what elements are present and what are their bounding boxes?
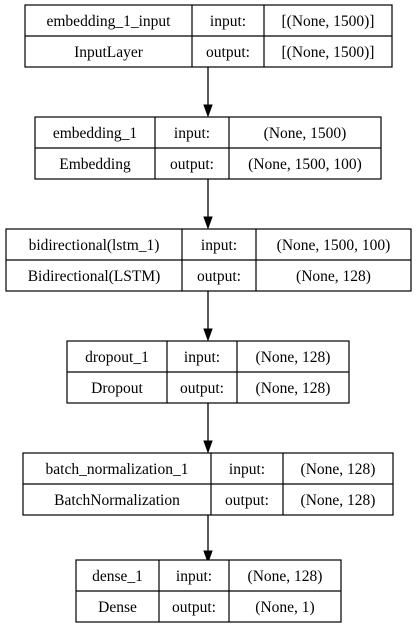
input-label: input: — [210, 13, 246, 30]
layer-node-dropout-1: dropout_1 Dropout input: output: (None, … — [66, 340, 350, 404]
input-shape: (None, 1500, 100) — [277, 237, 391, 254]
edge-arrow — [203, 291, 213, 342]
output-label: output: — [197, 268, 241, 285]
input-label: input: — [176, 568, 212, 585]
output-shape: (None, 1) — [255, 599, 314, 616]
input-label: input: — [184, 349, 220, 366]
layer-name: dense_1 — [92, 568, 143, 585]
layer-node-dense-1: dense_1 Dense input: output: (None, 128)… — [75, 559, 342, 623]
edge-arrow — [203, 179, 213, 230]
output-shape: (None, 128) — [256, 380, 331, 397]
input-shape: (None, 128) — [248, 568, 323, 585]
output-shape: [(None, 1500)] — [282, 44, 375, 61]
input-label: input: — [201, 237, 237, 254]
layer-type: Dropout — [91, 380, 143, 397]
layer-name: embedding_1 — [53, 125, 137, 142]
input-shape: (None, 128) — [301, 461, 376, 478]
output-shape: (None, 128) — [301, 492, 376, 509]
output-label: output: — [170, 156, 214, 173]
layer-type: InputLayer — [74, 44, 144, 61]
edge-arrow — [203, 403, 213, 454]
layer-node-batch-normalization-1: batch_normalization_1 BatchNormalization… — [22, 452, 394, 516]
layer-node-embedding-1: embedding_1 Embedding input: output: (No… — [34, 116, 382, 180]
output-label: output: — [225, 492, 269, 509]
layer-type: Dense — [98, 599, 137, 616]
input-label: input: — [174, 125, 210, 142]
input-label: input: — [229, 461, 265, 478]
layer-name: bidirectional(lstm_1) — [29, 237, 160, 254]
output-shape: (None, 128) — [296, 268, 371, 285]
layer-name: batch_normalization_1 — [46, 461, 189, 478]
output-label: output: — [206, 44, 250, 61]
edge-arrow — [203, 67, 213, 118]
layer-node-bidirectional-lstm-1: bidirectional(lstm_1) Bidirectional(LSTM… — [5, 228, 412, 292]
output-label: output: — [172, 599, 216, 616]
output-shape: (None, 1500, 100) — [248, 156, 362, 173]
layer-type: BatchNormalization — [54, 492, 180, 509]
input-shape: (None, 128) — [256, 349, 331, 366]
layer-type: Embedding — [59, 156, 131, 173]
input-shape: [(None, 1500)] — [282, 13, 375, 30]
layer-type: Bidirectional(LSTM) — [28, 268, 161, 285]
edge-arrow — [203, 515, 213, 564]
layer-node-embedding-1-input: embedding_1_input InputLayer input: outp… — [24, 4, 393, 68]
layer-name: dropout_1 — [85, 349, 149, 366]
input-shape: (None, 1500) — [264, 125, 347, 142]
output-label: output: — [180, 380, 224, 397]
layer-name: embedding_1_input — [47, 13, 172, 30]
